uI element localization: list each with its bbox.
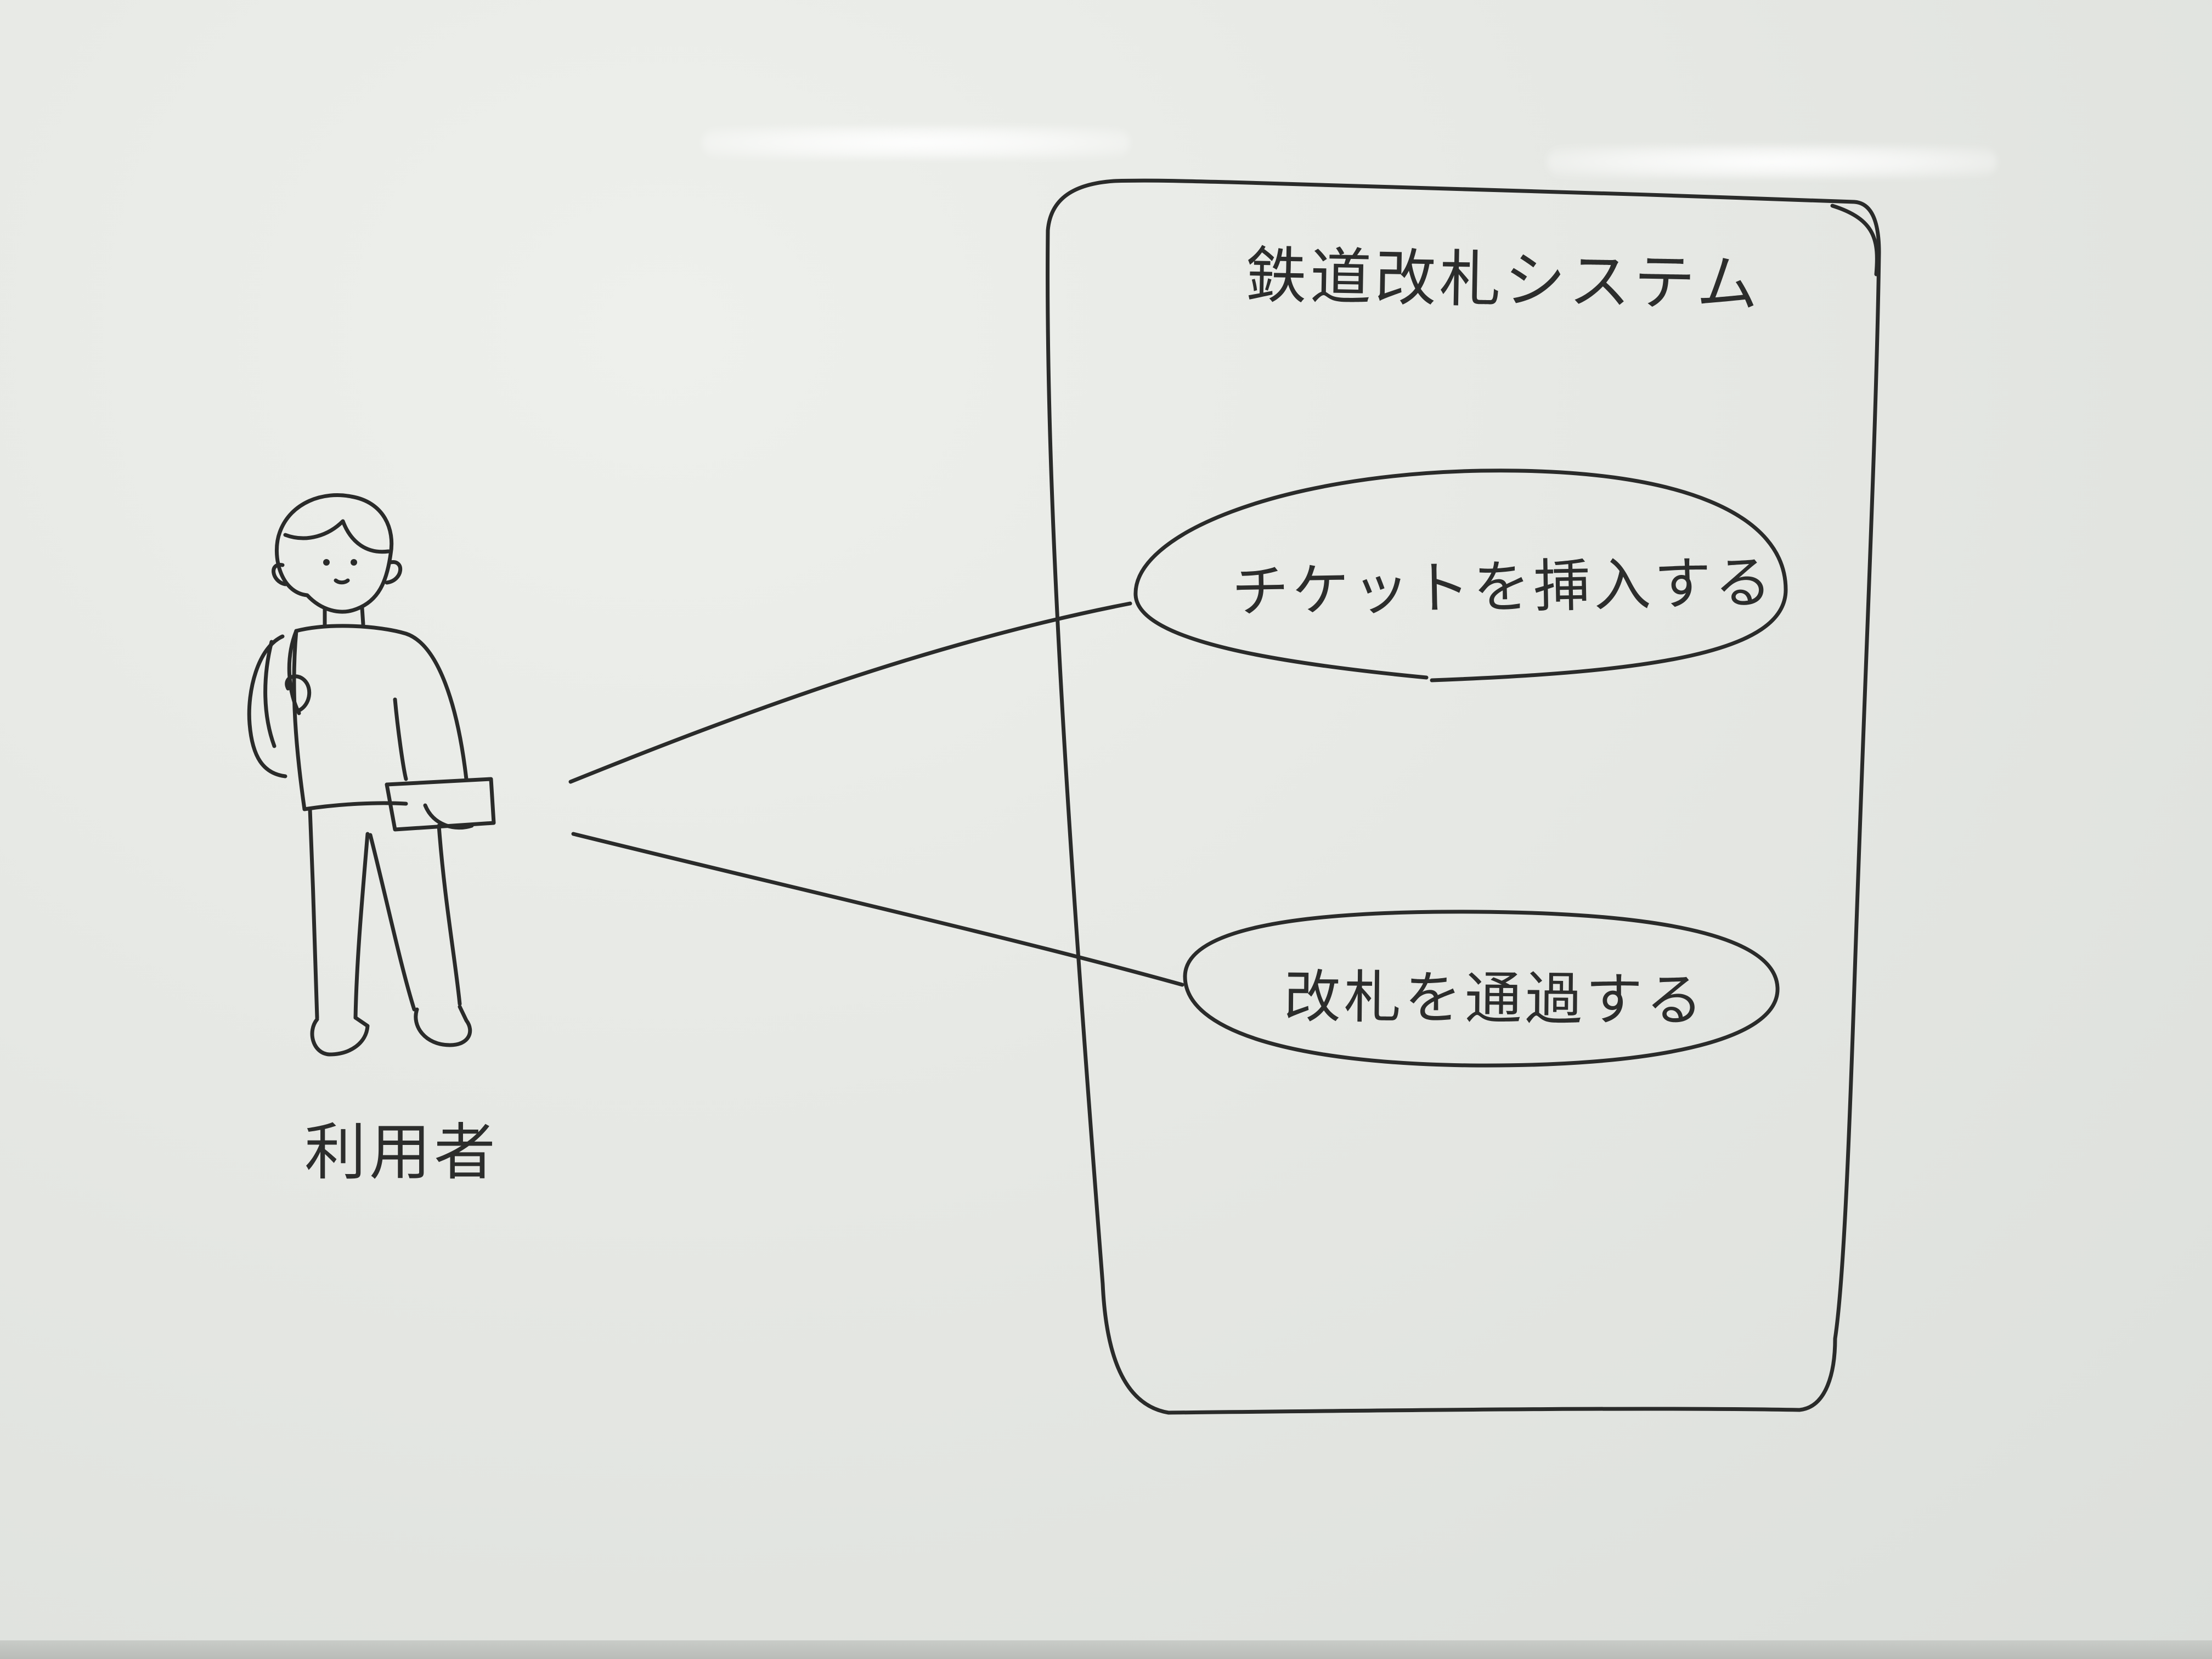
ceiling-light-reflection [702,126,1130,159]
use-case-ellipse-pass-gate [1183,910,1780,1068]
association-line-pass-gate [571,832,1184,987]
ceiling-light-reflection [1547,145,1997,178]
person-figure-icon [247,493,496,1057]
whiteboard-frame-bottom [0,1640,2212,1659]
use-case-ellipse-insert-ticket [1133,469,1788,682]
use-case-label-insert-ticket: チケットを挿入する [1231,549,1776,625]
system-title: 鉄道改札システム [1244,240,1762,321]
actor-name: 利用者 [304,1117,499,1188]
use-case-label-pass-gate: 改札を通過する [1283,963,1707,1034]
system-boundary [1046,178,1881,1415]
association-line-insert-ticket [568,601,1132,784]
system-boundary-overstroke [1830,204,1879,276]
